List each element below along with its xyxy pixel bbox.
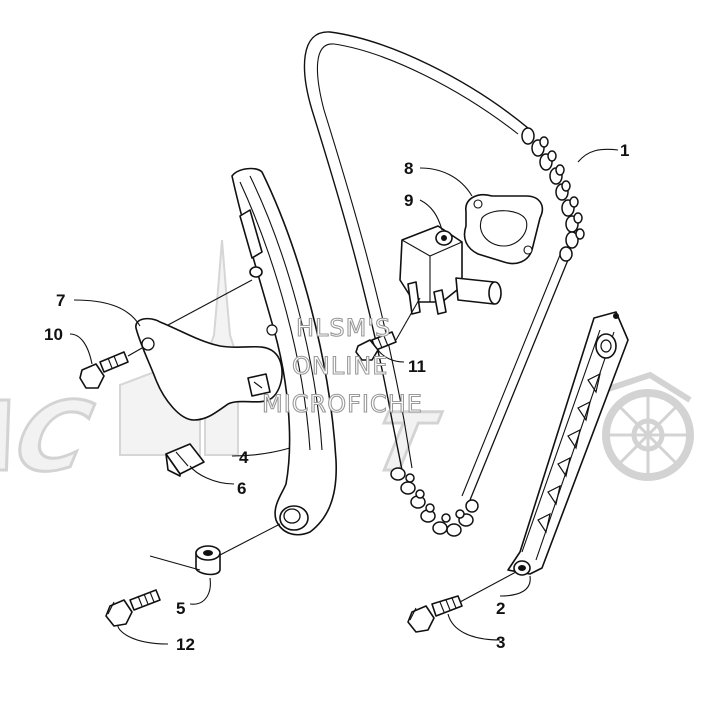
callout-5: 5 [176, 599, 185, 618]
callout-8: 8 [404, 159, 413, 178]
watermark-text: HLSM'S ONLINE MICROFICHE [261, 313, 423, 418]
callout-2: 2 [496, 599, 505, 618]
tensioner-arm-icon [231, 167, 337, 536]
watermark-line-3: MICROFICHE [262, 390, 423, 418]
tensioner-bolt-icon [355, 331, 397, 361]
callout-9: 9 [404, 191, 413, 210]
bracket-bolt-icon [79, 351, 129, 389]
spacer-collar-icon [195, 545, 221, 576]
arm-pivot-bolt-icon [105, 589, 161, 627]
watermark-line-1: HLSM'S [296, 314, 391, 342]
callout-3: 3 [496, 633, 505, 652]
chain-guide-icon [507, 311, 629, 576]
gasket-icon [463, 194, 544, 265]
callout-10: 10 [44, 325, 63, 344]
guide-bolt-icon [407, 595, 463, 633]
bracket-icon [135, 317, 283, 421]
leader-lines [69, 148, 619, 645]
callout-6: 6 [237, 479, 246, 498]
callout-1: 1 [620, 141, 629, 160]
chain-tensioner-icon [399, 225, 502, 315]
callout-4: 4 [239, 448, 249, 467]
svg-text:AC: AC [0, 381, 101, 493]
clip-icon [165, 443, 205, 477]
callout-7: 7 [56, 291, 65, 310]
callout-12: 12 [176, 635, 195, 654]
callout-11: 11 [408, 357, 426, 376]
callout-labels: 1 2 3 4 5 6 7 8 9 10 11 12 [44, 141, 629, 654]
timing-chain-icon [303, 31, 585, 537]
watermark-line-2: ONLINE [292, 352, 388, 380]
